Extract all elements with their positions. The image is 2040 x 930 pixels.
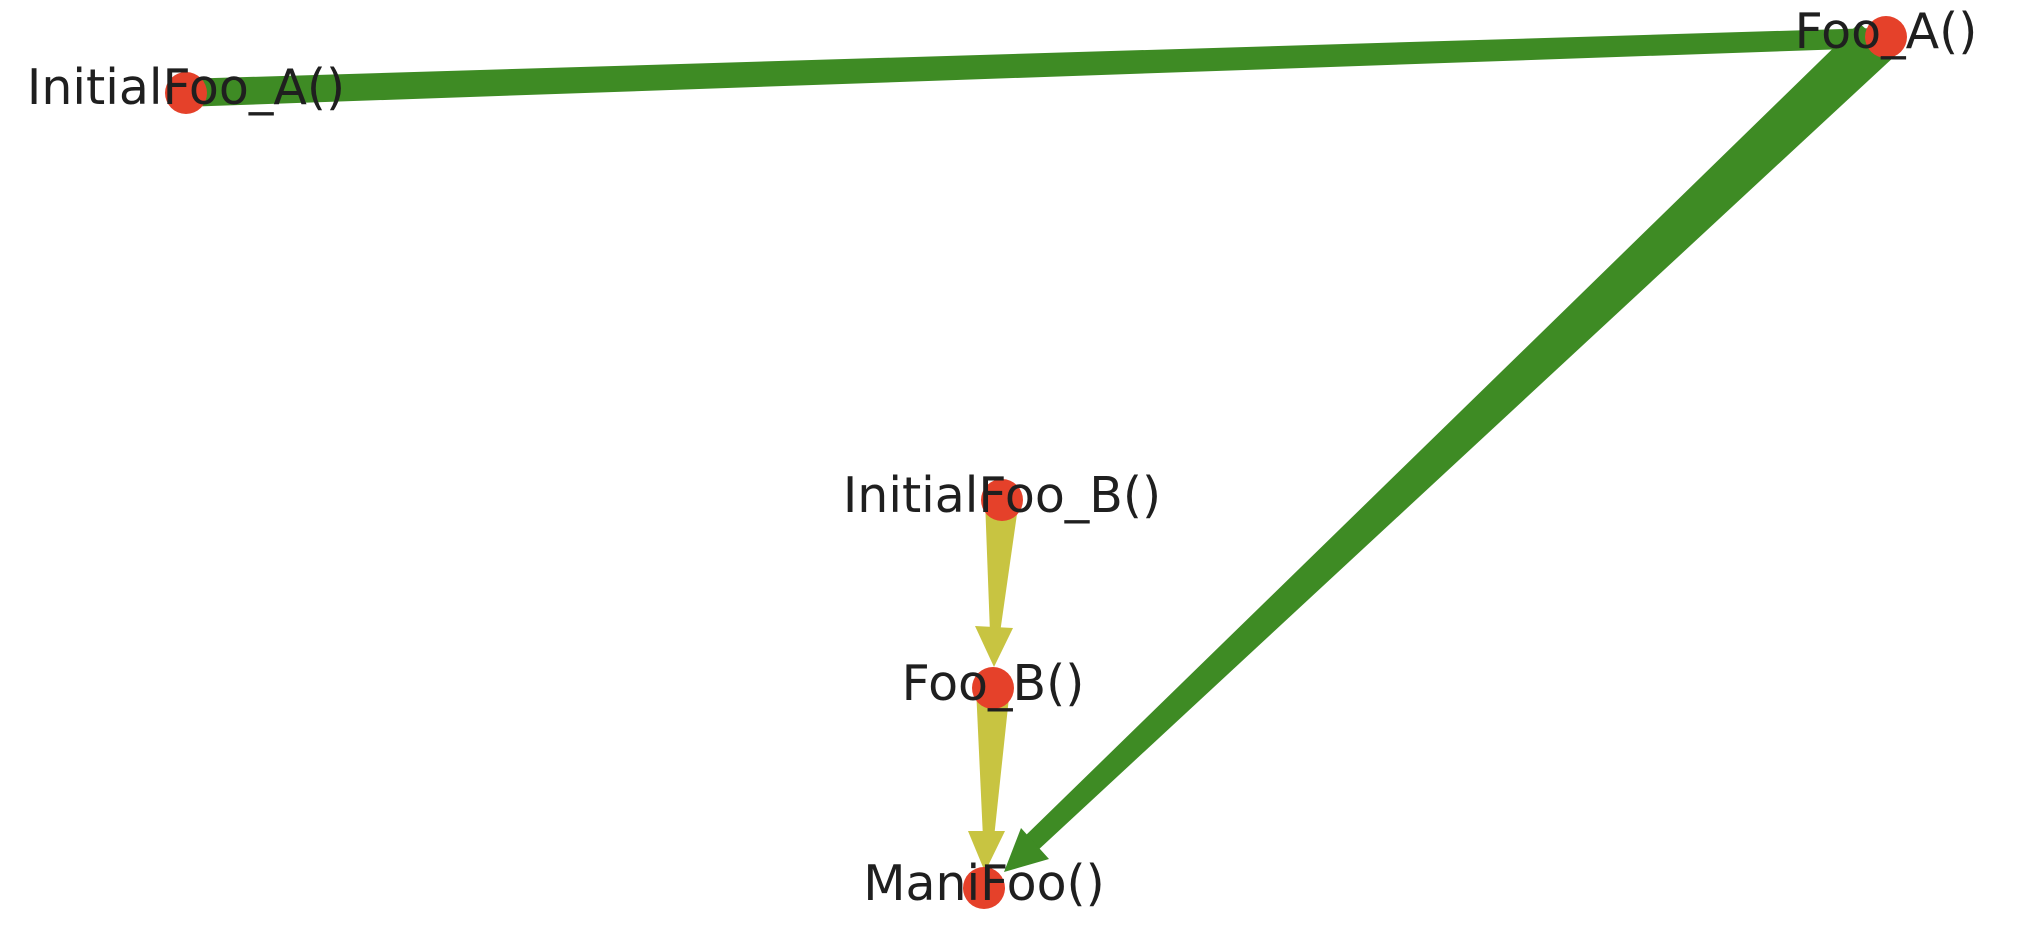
node-label-foo_b: Foo_B() [902,655,1085,712]
node-label-initialfoo_a: InitialFoo_A() [27,59,345,116]
node-initialfoo_b [981,479,1023,521]
label-layer: InitialFoo_A() Foo_A() InitialFoo_B() Fo… [27,3,1977,912]
node-label-manifoo: ManiFoo() [863,855,1105,912]
node-label-foo_a: Foo_A() [1795,3,1978,60]
edge-foo_a-to-manifoo [1023,23,1896,852]
node-initialfoo_a [165,72,207,114]
node-manifoo [963,867,1005,909]
edge-foo_b-to-manifoo-arrowhead [968,831,1005,872]
node-label-initialfoo_b: InitialFoo_B() [843,467,1161,524]
edge-initialfoo_b-to-foo_b-arrowhead [975,626,1013,667]
edge-initialfoo_b-to-foo_b [985,500,1019,633]
node-foo_b [972,667,1014,709]
node-layer [165,16,1907,909]
edge-layer [182,23,1896,872]
edge-foo_b-to-manifoo [976,688,1010,838]
edge-initialfoo_a-to-foo_a [182,28,1876,107]
edge-foo_a-to-manifoo-arrowhead [1004,828,1049,872]
node-foo_a [1865,16,1907,58]
